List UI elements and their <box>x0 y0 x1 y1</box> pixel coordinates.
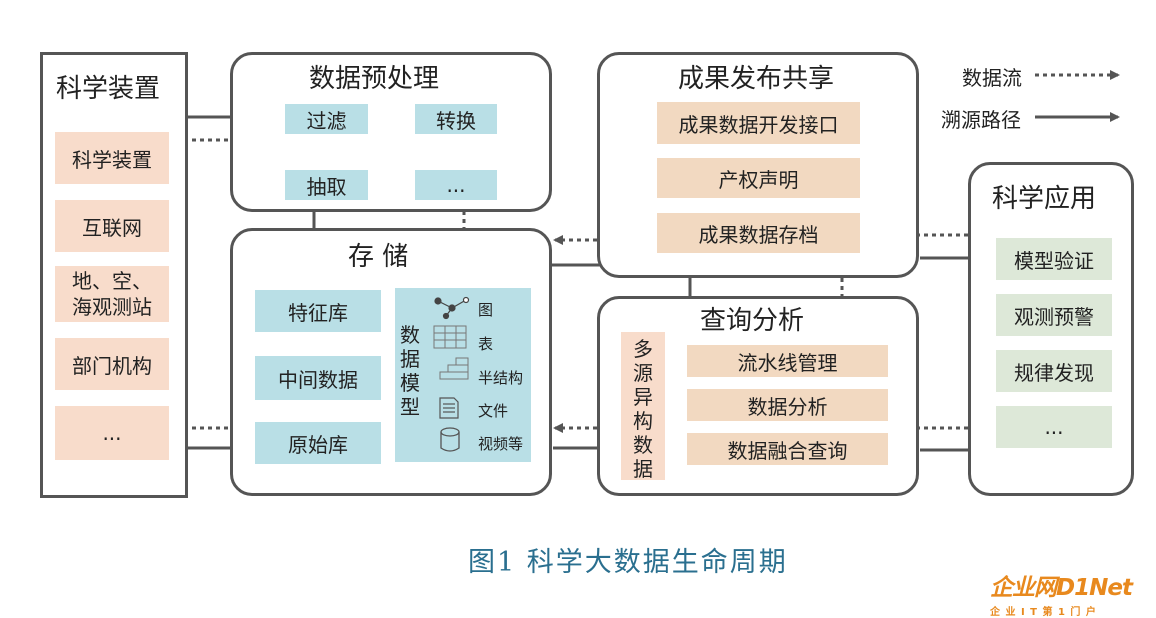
query-title: 查询分析 <box>700 306 805 336</box>
sci-device-more-item: ... <box>55 406 169 460</box>
table-icon <box>433 325 467 349</box>
result-api-item: 成果数据开发接口 <box>657 102 860 144</box>
multi-source-char: 多 <box>633 337 653 361</box>
model-video-label: 视频等 <box>478 435 524 453</box>
multi-source-char: 据 <box>633 457 653 481</box>
internet-item: 互联网 <box>55 200 169 252</box>
sci-device-item: 科学装置 <box>55 132 169 184</box>
application-more-item: ... <box>996 406 1112 448</box>
multi-source-char: 数 <box>633 433 653 457</box>
pipeline-management-item: 流水线管理 <box>687 345 888 377</box>
result-archive-item: 成果数据存档 <box>657 213 860 253</box>
video-database-icon <box>440 427 460 452</box>
data-model-icons <box>433 296 470 452</box>
multi-source-char: 构 <box>633 409 653 433</box>
observation-station-line1: 地、空、 <box>72 269 152 293</box>
model-table-label: 表 <box>478 335 494 353</box>
legend-data-flow: 数据流 <box>962 66 1022 90</box>
model-graph-label: 图 <box>478 301 494 319</box>
multi-source-char: 源 <box>633 361 653 385</box>
logo-main-text: 企业网D1Net <box>990 575 1133 601</box>
semi-structured-icon <box>439 357 469 380</box>
pattern-discovery-item: 规律发现 <box>996 350 1112 392</box>
preprocess-panel <box>230 52 552 212</box>
data-model-char: 数 <box>400 323 420 347</box>
multi-source-box <box>621 332 665 480</box>
graph-icon <box>434 296 470 320</box>
data-analysis-item: 数据分析 <box>687 389 888 421</box>
observation-warning-item: 观测预警 <box>996 294 1112 336</box>
ip-statement-item: 产权声明 <box>657 158 860 198</box>
d1net-logo: 企业网D1Net 企 业 I T 第 1 门 户 <box>990 568 1133 618</box>
sci-device-title: 科学装置 <box>56 74 161 104</box>
storage-title: 存 储 <box>348 242 409 272</box>
model-file-label: 文件 <box>478 402 509 420</box>
preprocess-title: 数据预处理 <box>309 64 440 94</box>
figure-caption: 图1 科学大数据生命周期 <box>468 547 788 578</box>
feature-library: 特征库 <box>255 290 381 332</box>
data-fusion-query-item: 数据融合查询 <box>687 433 888 465</box>
data-model-label: 数 据 模 型 <box>400 323 420 419</box>
raw-library: 原始库 <box>255 422 381 464</box>
data-model-char: 据 <box>400 347 420 371</box>
publish-title: 成果发布共享 <box>678 64 835 94</box>
model-validation-item: 模型验证 <box>996 238 1112 280</box>
observation-station-item: 地、空、 海观测站 <box>55 266 169 322</box>
data-model-box <box>395 288 531 462</box>
model-semi-structured-label: 半结构 <box>478 369 524 387</box>
transform-step: 转换 <box>415 104 497 134</box>
observation-station-line2: 海观测站 <box>72 295 152 319</box>
department-item: 部门机构 <box>55 338 169 390</box>
data-model-char: 型 <box>400 395 420 419</box>
data-model-char: 模 <box>400 371 420 395</box>
logo-sub-text: 企 业 I T 第 1 门 户 <box>990 607 1097 618</box>
multi-source-label: 多 源 异 构 数 据 <box>633 337 653 481</box>
legend-trace-path: 溯源路径 <box>941 108 1021 132</box>
file-icon <box>439 397 459 419</box>
filter-step: 过滤 <box>285 104 368 134</box>
multi-source-char: 异 <box>633 385 653 409</box>
intermediate-data: 中间数据 <box>255 356 381 400</box>
application-title: 科学应用 <box>992 184 1097 214</box>
extract-step: 抽取 <box>285 170 368 200</box>
preprocess-more-step: ... <box>415 170 497 200</box>
